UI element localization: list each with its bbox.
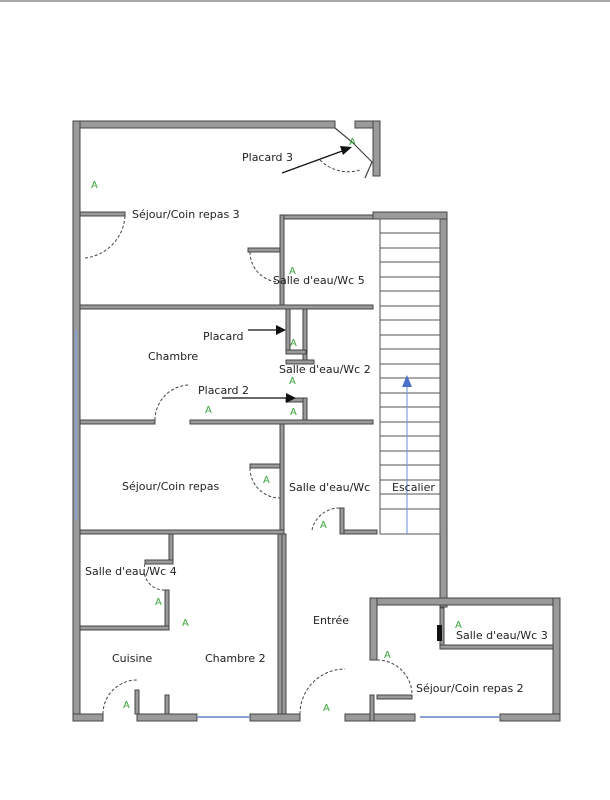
marker-a: A bbox=[290, 338, 297, 349]
room-label-placard3: Placard 3 bbox=[242, 151, 293, 164]
a-markers: A A A A A A A A A A A A A A A bbox=[91, 137, 462, 714]
room-label-chambre2: Chambre 2 bbox=[205, 652, 266, 665]
room-label-entree: Entrée bbox=[313, 614, 349, 627]
room-label-chambre: Chambre bbox=[148, 350, 198, 363]
room-label-cuisine: Cuisine bbox=[112, 652, 152, 665]
label-arrows bbox=[222, 146, 352, 403]
interior-walls bbox=[79, 211, 554, 722]
marker-a: A bbox=[182, 618, 189, 629]
room-label-sejour: Séjour/Coin repas bbox=[122, 480, 219, 493]
marker-a: A bbox=[320, 520, 327, 531]
room-label-sde3: Salle d'eau/Wc 3 bbox=[456, 629, 548, 642]
stair-direction-arrow-icon bbox=[402, 375, 412, 387]
room-labels: Placard 3 Séjour/Coin repas 3 Salle d'ea… bbox=[85, 151, 548, 695]
room-label-placard2: Placard 2 bbox=[198, 384, 249, 397]
doors bbox=[84, 127, 413, 715]
marker-a: A bbox=[205, 405, 212, 416]
marker-a: A bbox=[123, 700, 130, 711]
room-label-sde: Salle d'eau/Wc bbox=[289, 481, 370, 494]
room-label-sde4: Salle d'eau/Wc 4 bbox=[85, 565, 177, 578]
room-label-sejour3: Séjour/Coin repas 3 bbox=[132, 208, 240, 221]
marker-a: A bbox=[289, 376, 296, 387]
room-label-escalier: Escalier bbox=[392, 481, 435, 494]
marker-a: A bbox=[349, 137, 356, 148]
marker-a: A bbox=[289, 266, 296, 277]
room-label-sde5: Salle d'eau/Wc 5 bbox=[273, 274, 365, 287]
marker-a: A bbox=[455, 620, 462, 631]
marker-a: A bbox=[263, 475, 270, 486]
arrow-icon bbox=[286, 393, 296, 403]
room-label-sde2: Salle d'eau/Wc 2 bbox=[279, 363, 371, 376]
marker-a: A bbox=[384, 650, 391, 661]
marker-a: A bbox=[290, 407, 297, 418]
marker-a: A bbox=[91, 180, 98, 191]
arrow-icon bbox=[276, 325, 286, 335]
staircase bbox=[379, 218, 441, 535]
room-label-placard: Placard bbox=[203, 330, 244, 343]
room-label-sejour2: Séjour/Coin repas 2 bbox=[416, 682, 524, 695]
marker-a: A bbox=[155, 597, 162, 608]
arrow-icon bbox=[340, 146, 352, 155]
marker-a: A bbox=[323, 703, 330, 714]
